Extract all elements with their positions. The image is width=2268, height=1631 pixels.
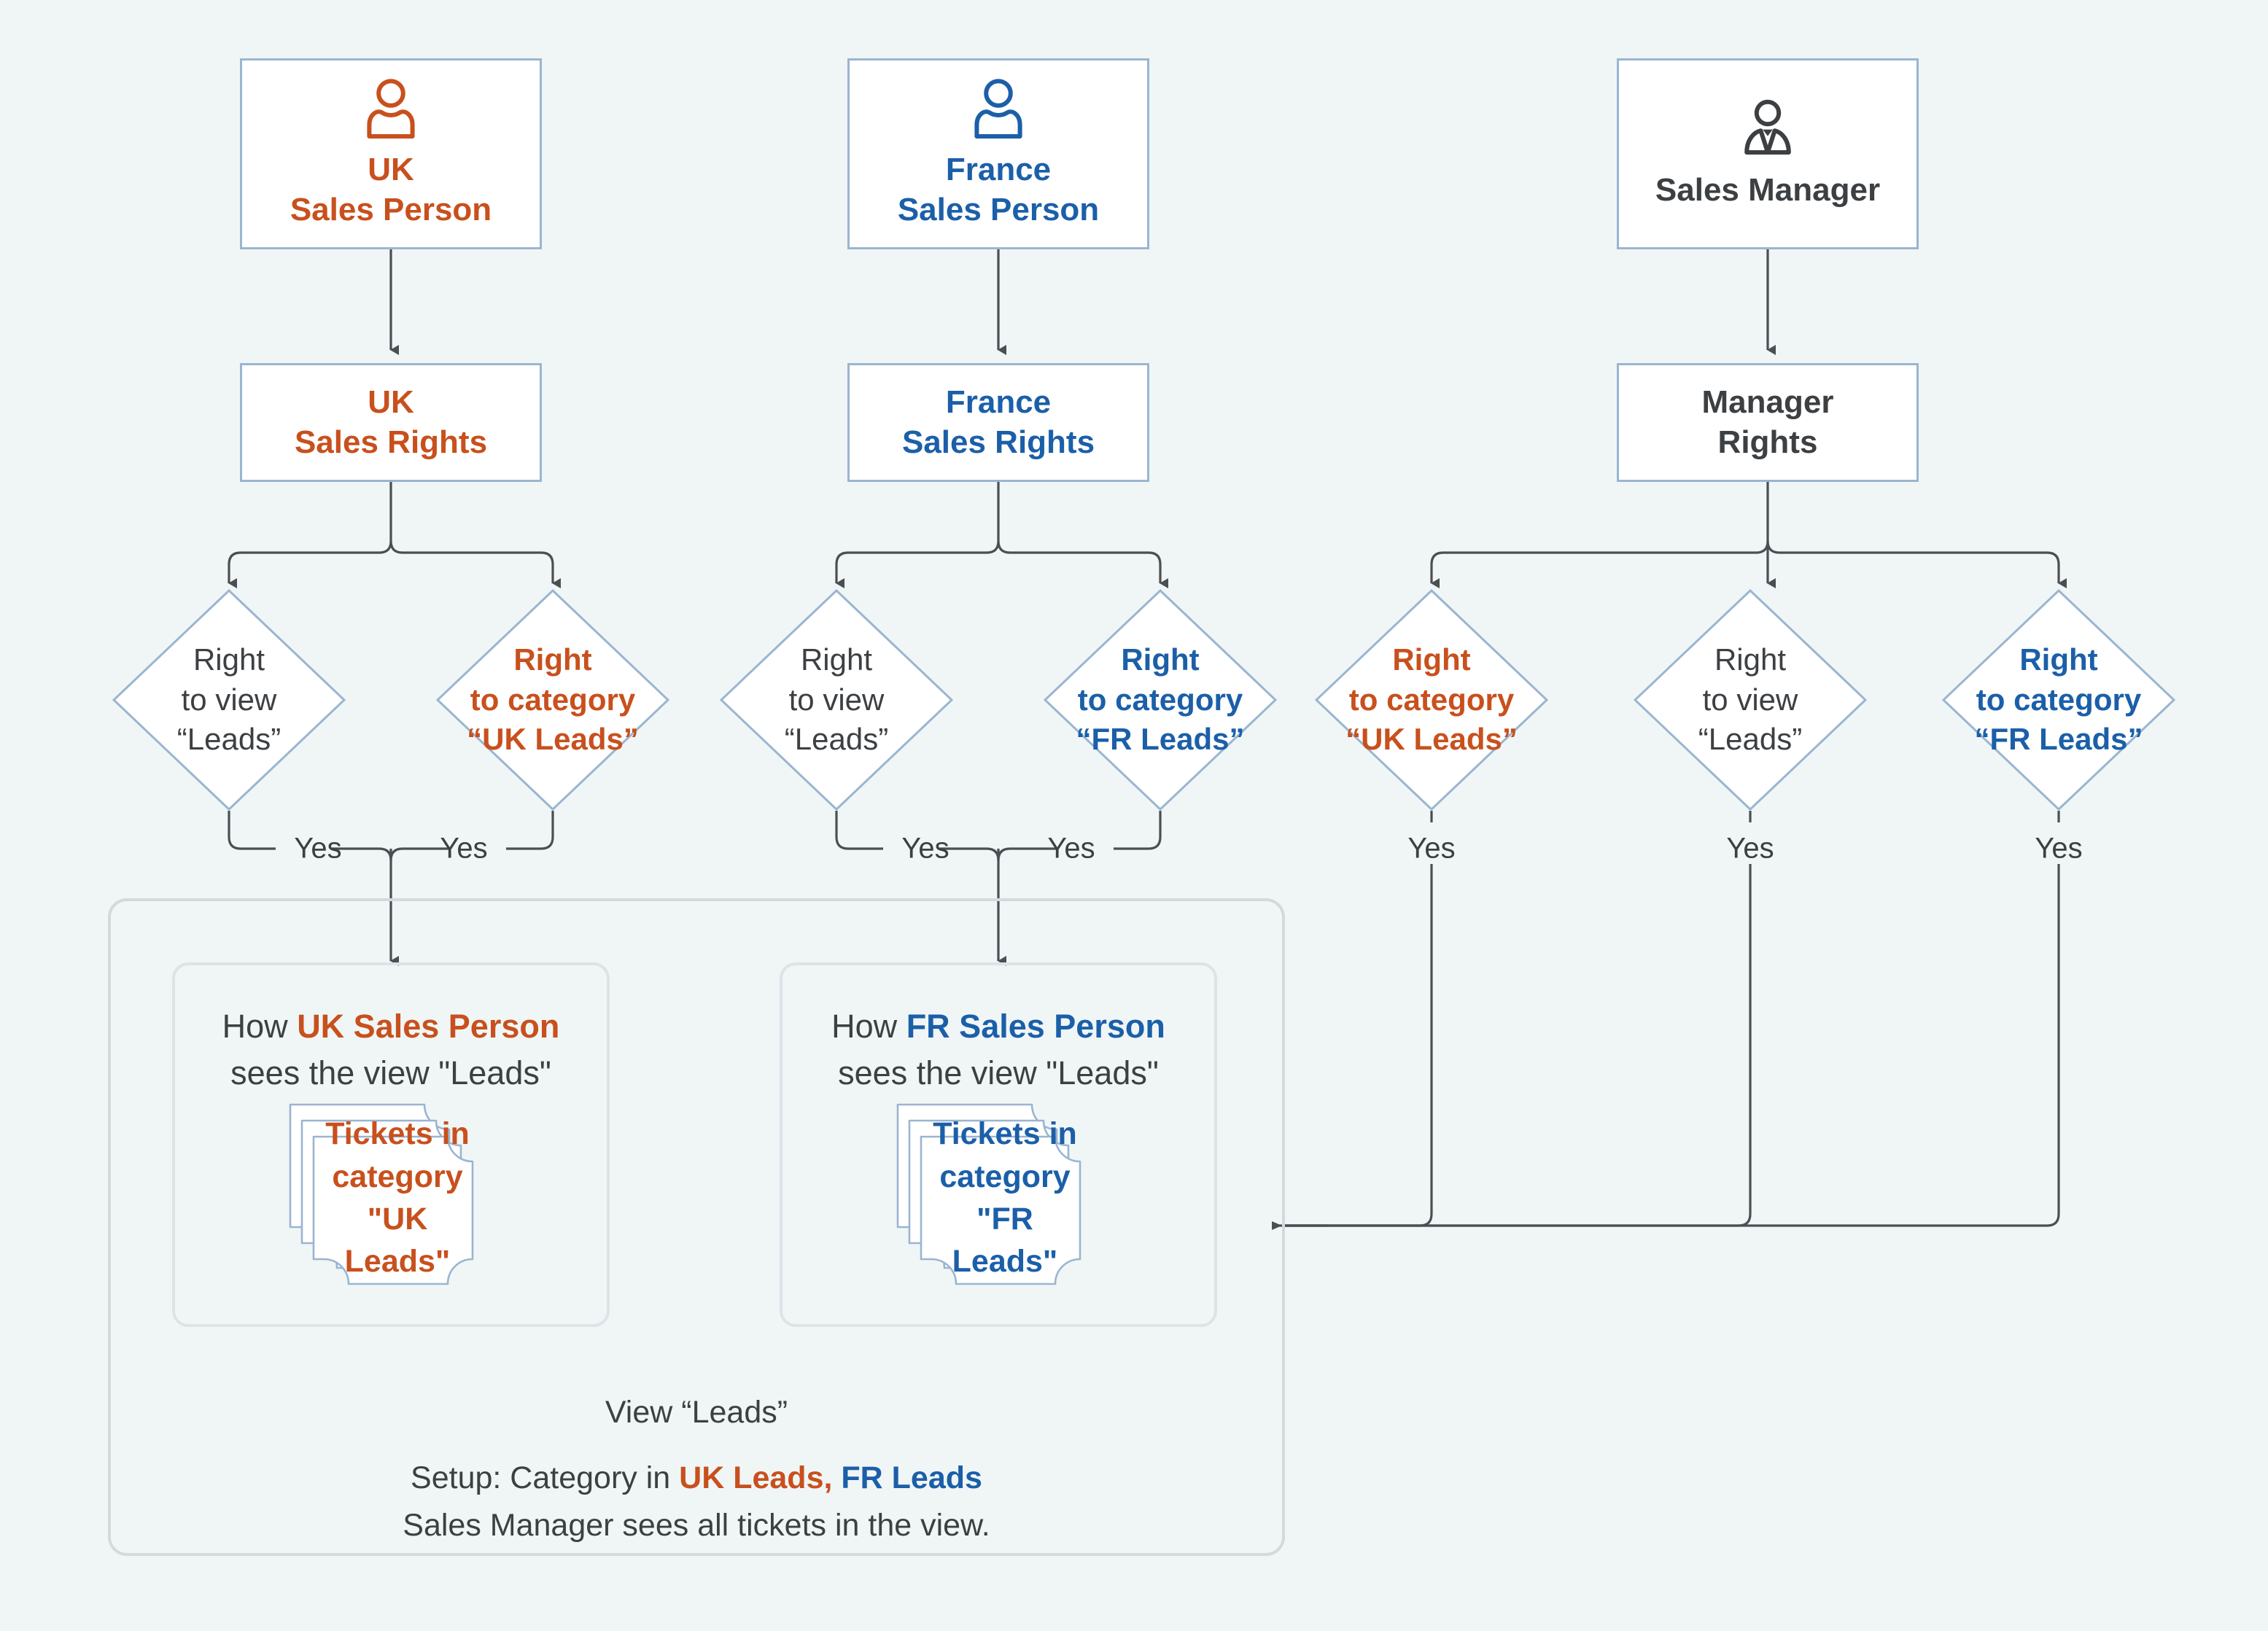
edge-label-yes: Yes: [440, 832, 488, 865]
edge-mgr-view-route: [1283, 811, 1752, 1227]
fr-card-head-prefix: How: [831, 1008, 906, 1045]
uk-ticket-line3: "UK Leads": [344, 1202, 451, 1280]
diamond-shape: [1314, 588, 1549, 811]
edge-fr-cat-yes: [1114, 811, 1162, 850]
role-label: Sales Manager: [1655, 171, 1880, 211]
rights-label: France Sales Rights: [902, 383, 1095, 462]
edge-label-yes: Yes: [1407, 832, 1456, 865]
edge-uk-rights-fork-right: [389, 540, 561, 588]
manager-note: Sales Manager sees all tickets in the vi…: [403, 1507, 990, 1543]
person-icon: [971, 77, 1026, 140]
uk-view-card-heading: How UK Sales Person sees the view "Leads…: [172, 1003, 610, 1097]
rights-box-manager-rights[interactable]: Manager Rights: [1617, 363, 1919, 482]
rights-label-line2: Sales Rights: [901, 424, 1095, 460]
rights-label: Manager Rights: [1702, 383, 1834, 462]
rights-box-uk-sales-rights[interactable]: UK Sales Rights: [240, 363, 542, 482]
role-label-line1: Sales Manager: [1655, 171, 1881, 208]
setup-uk-leads: UK Leads,: [679, 1460, 833, 1495]
ticket-stack-shape: [896, 1103, 1081, 1285]
rights-box-france-sales-rights[interactable]: France Sales Rights: [847, 363, 1149, 482]
condition-fr-right-to-view[interactable]: Right to view “Leads”: [719, 588, 954, 811]
condition-uk-right-to-view[interactable]: Right to view “Leads”: [112, 588, 346, 811]
diamond-shape: [1941, 588, 2176, 811]
fr-view-card-heading: How FR Sales Person sees the view "Leads…: [780, 1003, 1217, 1097]
role-box-uk-sales-person[interactable]: UK Sales Person: [240, 58, 542, 249]
edge-mgr-cat-uk-route: [1283, 811, 1433, 1227]
rights-label-line1: France: [945, 384, 1052, 420]
role-label-line2: Sales Person: [290, 192, 492, 227]
setup-prefix: Setup: Category in: [411, 1460, 680, 1495]
edge-mgr-rights-fork-right: [1766, 540, 2067, 588]
uk-ticket-stack[interactable]: Tickets in category "UK Leads": [261, 1090, 502, 1309]
rights-label-line2: Rights: [1717, 424, 1818, 460]
role-label: France Sales Person: [898, 150, 1099, 230]
role-label-line1: UK: [368, 152, 414, 188]
fr-card-head-suffix: sees the view "Leads": [838, 1054, 1159, 1091]
diamond-shape: [1633, 588, 1868, 811]
uk-card-head-prefix: How: [222, 1008, 298, 1045]
rights-label-line2: Sales Rights: [294, 424, 488, 460]
rights-label-line1: UK: [368, 384, 414, 420]
condition-fr-right-to-category[interactable]: Right to category “FR Leads”: [1043, 588, 1278, 811]
edge-mgr-rights-fork-left: [1430, 482, 1769, 588]
role-box-france-sales-person[interactable]: France Sales Person: [847, 58, 1149, 249]
fr-ticket-label: Tickets in category "FR Leads": [921, 1116, 1089, 1279]
person-icon: [363, 77, 419, 140]
diamond-shape: [112, 588, 346, 811]
setup-fr-leads: FR Leads: [832, 1460, 982, 1495]
role-label-line1: France: [945, 152, 1052, 188]
edge-label-yes: Yes: [294, 832, 342, 865]
condition-mgr-right-to-category-fr[interactable]: Right to category “FR Leads”: [1941, 588, 2176, 811]
fr-ticket-line2: category: [939, 1159, 1071, 1194]
fr-card-head-actor: FR Sales Person: [906, 1008, 1165, 1045]
edge-label-yes: Yes: [1726, 832, 1774, 865]
fr-view-card[interactable]: [780, 962, 1217, 1327]
fr-ticket-line3: "FR Leads": [952, 1202, 1058, 1280]
edge-fr-view-yes: [835, 811, 883, 850]
panel-setup-caption: Setup: Category in UK Leads, FR Leads Sa…: [108, 1455, 1285, 1549]
edge-label-yes: Yes: [1047, 832, 1095, 865]
condition-uk-right-to-category[interactable]: Right to category “UK Leads”: [435, 588, 670, 811]
uk-view-card[interactable]: [172, 962, 610, 1327]
edge-uk-cat-yes: [506, 811, 554, 850]
diamond-shape: [1043, 588, 1278, 811]
edge-mgr-cat-fr-route: [1283, 811, 2060, 1227]
uk-ticket-line1: Tickets in: [325, 1116, 470, 1152]
fr-ticket-stack[interactable]: Tickets in category "FR Leads": [869, 1090, 1109, 1309]
role-label-line2: Sales Person: [897, 192, 1100, 227]
rights-label: UK Sales Rights: [295, 383, 487, 462]
uk-card-head-actor: UK Sales Person: [297, 1008, 560, 1045]
diamond-shape: [435, 588, 670, 811]
ticket-stack-shape: [289, 1103, 474, 1285]
edge-label-yes: Yes: [2035, 832, 2083, 865]
rights-label-line1: Manager: [1701, 384, 1834, 420]
edge-uk-rights-fork: [228, 482, 392, 588]
role-label: UK Sales Person: [290, 150, 492, 230]
view-leads-panel: [108, 898, 1285, 1556]
edge-label-yes: Yes: [901, 832, 949, 865]
edge-fr-rights-fork: [835, 482, 1000, 588]
edge-uk-view-yes: [228, 811, 276, 850]
person-suit-tie-icon: [1740, 98, 1795, 160]
uk-card-head-suffix: sees the view "Leads": [230, 1054, 551, 1091]
uk-ticket-label: Tickets in category "UK Leads": [314, 1116, 481, 1279]
condition-mgr-right-to-view[interactable]: Right to view “Leads”: [1633, 588, 1868, 811]
role-box-sales-manager[interactable]: Sales Manager: [1617, 58, 1919, 249]
uk-ticket-line2: category: [332, 1159, 463, 1194]
edge-fr-rights-fork-right: [997, 540, 1168, 588]
diamond-shape: [719, 588, 954, 811]
fr-ticket-line1: Tickets in: [933, 1116, 1077, 1152]
view-title: View “Leads”: [605, 1395, 788, 1430]
condition-mgr-right-to-category-uk[interactable]: Right to category “UK Leads”: [1314, 588, 1549, 811]
